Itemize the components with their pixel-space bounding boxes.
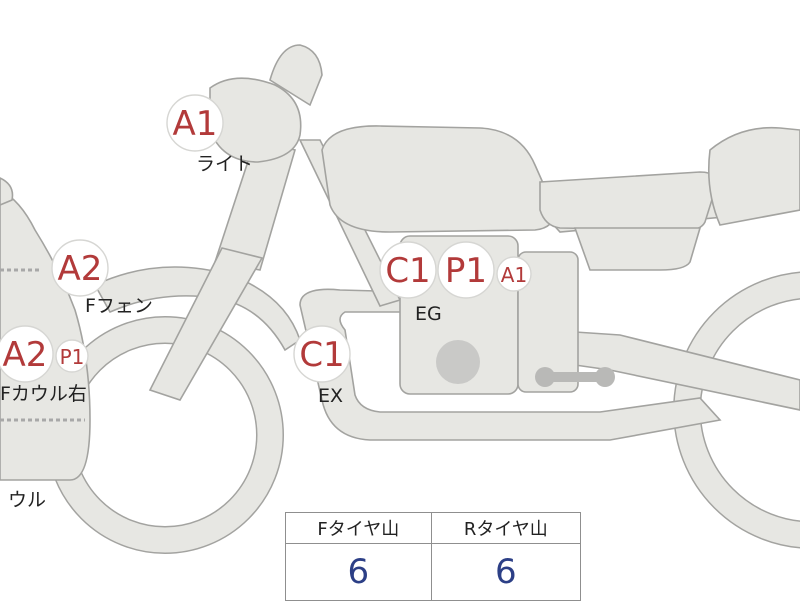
badge-front-cowl: A2 [0,325,54,383]
badge-exhaust: C1 [293,325,351,383]
label-exhaust: EX [318,385,343,407]
headlight [209,77,302,163]
rear-tire-header: Rタイヤ山 [430,512,582,544]
label-front-cowl: Fカウル右 [0,383,87,405]
side-cover [573,227,702,271]
label-engine: EG [415,303,442,325]
svg-text:P1: P1 [445,251,487,291]
svg-text:A2: A2 [58,249,103,289]
svg-text:P1: P1 [60,345,85,369]
label-cowl-bottom: ウル [8,489,46,511]
badge-front-cowl-sub: P1 [55,339,89,373]
label-front-fender: Fフェン [85,295,153,317]
seat [539,171,717,232]
badge-engine-p: P1 [437,241,495,299]
front-tire-value: 6 [285,543,432,601]
footpeg [535,367,615,387]
exhaust-pipe [299,288,722,441]
svg-text:A1: A1 [173,104,218,144]
handlebar [269,44,323,107]
table-value-row: 6 6 [285,543,582,601]
badge-light: A1 [166,94,224,152]
tire-tread-table: Fタイヤ山 Rタイヤ山 6 6 [285,512,582,601]
label-light: ライト [196,153,253,175]
svg-text:C1: C1 [385,251,430,291]
badge-front-fender: A2 [51,239,109,297]
fork-lower [148,247,264,401]
badge-engine-a: A1 [496,256,532,292]
svg-text:A2: A2 [3,335,48,375]
rear-tire-value: 6 [430,543,582,601]
svg-text:A1: A1 [501,263,527,287]
cowl-top [0,177,14,206]
tail-cowl [707,126,800,226]
swing-arm [539,329,800,411]
front-tire-header: Fタイヤ山 [285,512,432,544]
fuel-tank [321,125,556,233]
table-header-row: Fタイヤ山 Rタイヤ山 [285,512,582,544]
badge-engine-c: C1 [379,241,437,299]
svg-text:C1: C1 [299,335,344,375]
